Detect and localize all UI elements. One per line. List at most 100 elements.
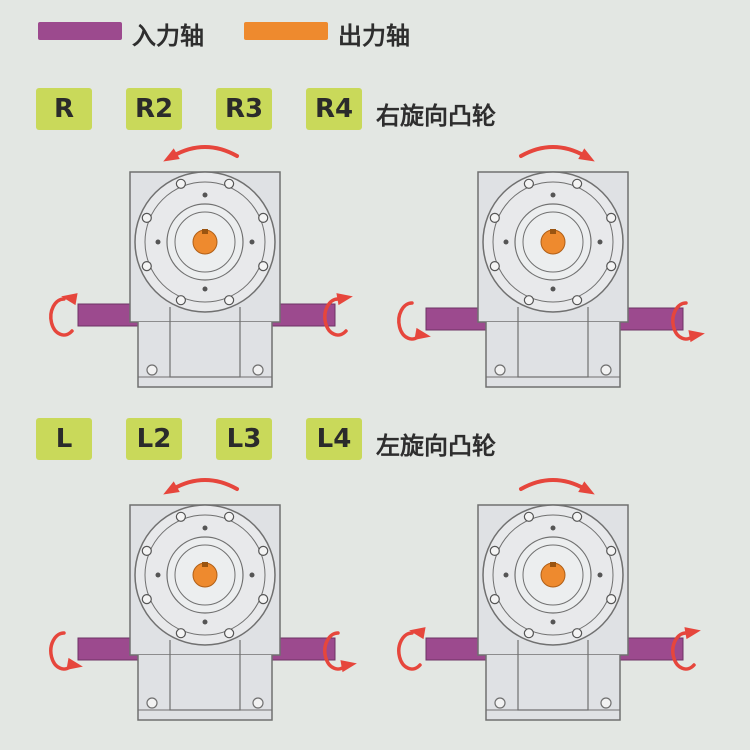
output-shaft-keyway [550,229,556,234]
mount-hole [146,364,158,376]
inner-dot [202,525,208,531]
output-rotation-arrow [171,145,239,158]
mount-hole [146,697,158,709]
legend: 入力轴 出力轴 [0,14,750,50]
flange-bolt [258,545,269,556]
badge-r: R [36,88,92,130]
flange-bolt [572,178,583,189]
housing-base [137,655,273,721]
input-rotation-arrowhead [340,660,357,673]
flange-bolt [572,295,583,306]
badge-r2: R2 [126,88,182,130]
input-rotation-arrow [49,297,74,337]
mount-hole [494,364,506,376]
hub-ring [174,544,236,606]
flange-bolt [523,628,534,639]
output-rotation-arrowhead [578,481,595,495]
flange-bolt [489,545,500,556]
input-shaft-swatch [38,22,122,40]
input-rotation-arrow [49,631,74,671]
flange-bolt [572,511,583,522]
housing-base [485,322,621,388]
flange-bolt [141,261,152,272]
housing-base [137,322,273,388]
output-rotation-arrow [171,478,239,491]
flange-bolt [489,594,500,605]
output-rotation-arrow [519,478,587,491]
inner-dot [503,572,509,578]
hub-ring [522,211,584,273]
output-shaft-keyway [550,562,556,567]
inner-dot [550,619,556,625]
flange-bolt [606,594,617,605]
flange-bolt [224,178,235,189]
inner-dot [249,572,255,578]
flange-bolt [489,212,500,223]
flange-bolt [224,628,235,639]
input-rotation-arrow [397,631,422,671]
output-shaft-swatch [244,22,328,40]
flange-bolt [523,295,534,306]
flange-ring [492,181,614,303]
flange-ring [492,514,614,636]
flange-bolt [141,545,152,556]
flange-bolt [175,628,186,639]
input-rotation-arrowhead [414,327,431,340]
inner-dot [550,192,556,198]
input-rotation-arrow [323,297,348,337]
output-rotation-arrowhead [163,481,180,495]
gearbox-l-left [49,478,357,721]
flange-bolt [606,212,617,223]
flange-bolt [606,261,617,272]
left-cam-label: 左旋向凸轮 [376,432,496,460]
input-rotation-arrowhead [684,627,701,640]
input-rotation-arrowhead [336,293,353,306]
badge-r3: R3 [216,88,272,130]
inner-dot [503,239,509,245]
hub-ring [174,211,236,273]
input-rotation-arrow [671,631,696,671]
input-rotation-arrowhead [688,330,705,343]
input-rotation-arrow [397,301,422,341]
input-rotation-arrowhead [409,627,426,640]
flange-bolt [175,295,186,306]
mount-hole [252,697,264,709]
flange-ring [144,514,266,636]
badge-l2: L2 [126,418,182,460]
output-shaft-label: 出力轴 [338,22,410,50]
hub-ring [522,544,584,606]
flange-bolt [258,594,269,605]
mount-hole [494,697,506,709]
flange-bolt [523,511,534,522]
inner-dot [202,192,208,198]
flange-bolt [523,178,534,189]
badge-l: L [36,418,92,460]
flange-bolt [224,511,235,522]
housing-base [485,655,621,721]
inner-dot [550,286,556,292]
flange-bolt [175,178,186,189]
flange-bolt [606,545,617,556]
inner-dot [550,525,556,531]
flange-bolt [489,261,500,272]
flange-bolt [141,212,152,223]
mount-hole [252,364,264,376]
input-rotation-arrow [323,631,348,671]
right-cam-label: 右旋向凸轮 [376,102,496,130]
inner-dot [155,572,161,578]
inner-dot [597,572,603,578]
input-rotation-arrowhead [66,657,83,670]
mount-hole [600,364,612,376]
gearbox-r-left [49,145,353,388]
mount-hole [600,697,612,709]
flange-bolt [258,261,269,272]
badge-r4: R4 [306,88,362,130]
inner-dot [202,619,208,625]
badge-l3: L3 [216,418,272,460]
flange-bolt [258,212,269,223]
output-shaft-keyway [202,229,208,234]
flange-bolt [175,511,186,522]
output-rotation-arrowhead [163,148,180,162]
badge-l4: L4 [306,418,362,460]
gearbox-l-right [397,478,701,721]
